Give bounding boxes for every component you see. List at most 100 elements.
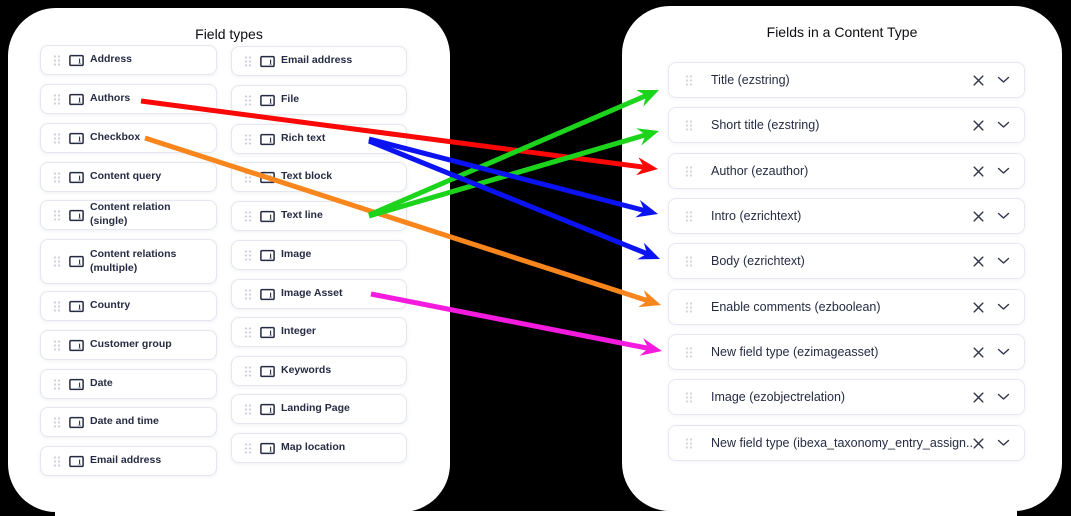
drag-handle-icon[interactable] [53,209,61,222]
drag-handle-icon[interactable] [244,55,252,68]
field-type-card[interactable]: Map location [231,433,407,463]
field-type-card[interactable]: File [231,85,407,115]
drag-handle-icon[interactable] [244,94,252,107]
drag-handle-icon[interactable] [53,54,61,67]
content-field-row[interactable]: New field type (ezimageasset) [668,334,1025,370]
drag-handle-icon[interactable] [685,119,693,132]
field-type-label: Address [90,53,133,66]
input-field-icon [69,455,84,468]
chevron-down-icon[interactable] [997,439,1010,447]
content-field-row[interactable]: Body (ezrichtext) [668,243,1025,279]
drag-handle-icon[interactable] [53,132,61,145]
drag-handle-icon[interactable] [685,391,693,404]
field-type-card[interactable]: Keywords [231,356,407,386]
content-field-row[interactable]: Title (ezstring) [668,62,1025,98]
field-type-card[interactable]: Authors [40,84,217,114]
input-field-icon [69,378,84,391]
field-type-label: Date and time [90,415,159,428]
drag-handle-icon[interactable] [244,133,252,146]
field-type-label: File [281,93,300,106]
chevron-down-icon[interactable] [997,212,1010,220]
field-type-card[interactable]: Content query [40,162,217,192]
drag-handle-icon[interactable] [53,93,61,106]
drag-handle-icon[interactable] [685,346,693,359]
remove-icon[interactable] [972,255,985,268]
field-type-card[interactable]: Date [40,369,217,399]
content-field-row[interactable]: Author (ezauthor) [668,153,1025,189]
field-type-card[interactable]: Text line [231,201,407,231]
drag-handle-icon[interactable] [685,301,693,314]
field-type-card[interactable]: Checkbox [40,123,217,153]
field-type-card[interactable]: Customer group [40,330,217,360]
drag-handle-icon[interactable] [244,365,252,378]
field-type-card[interactable]: Country [40,291,217,321]
drag-handle-icon[interactable] [244,288,252,301]
remove-icon[interactable] [972,391,985,404]
field-type-label: Customer group [90,338,172,351]
field-type-label: Email address [90,454,162,467]
drag-handle-icon[interactable] [53,455,61,468]
content-field-label: Image (ezobjectrelation) [711,390,846,404]
remove-icon[interactable] [972,119,985,132]
input-field-icon [260,288,275,301]
drag-handle-icon[interactable] [244,442,252,455]
field-type-label: Content relation (single) [90,201,171,227]
input-field-icon [69,255,84,268]
field-type-card[interactable]: Image [231,240,407,270]
remove-icon[interactable] [972,301,985,314]
input-field-icon [69,209,84,222]
field-type-card[interactable]: Image Asset [231,279,407,309]
drag-handle-icon[interactable] [244,326,252,339]
drag-handle-icon[interactable] [53,255,61,268]
content-field-row[interactable]: Short title (ezstring) [668,107,1025,143]
field-type-card[interactable]: Email address [231,46,407,76]
field-type-card[interactable]: Rich text [231,124,407,154]
drag-handle-icon[interactable] [685,165,693,178]
content-field-label: Short title (ezstring) [711,118,820,132]
drag-handle-icon[interactable] [53,378,61,391]
drag-handle-icon[interactable] [685,437,693,450]
chevron-down-icon[interactable] [997,167,1010,175]
remove-icon[interactable] [972,437,985,450]
field-type-card[interactable]: Date and time [40,407,217,437]
drag-handle-icon[interactable] [685,210,693,223]
field-type-card[interactable]: Content relation (single) [40,200,217,230]
input-field-icon [69,132,84,145]
content-field-row[interactable]: New field type (ibexa_taxonomy_entry_ass… [668,425,1025,461]
drag-handle-icon[interactable] [685,74,693,87]
field-type-card[interactable]: Text block [231,162,407,192]
chevron-down-icon[interactable] [997,76,1010,84]
field-type-card[interactable]: Landing Page [231,394,407,424]
chevron-down-icon[interactable] [997,303,1010,311]
drag-handle-icon[interactable] [685,255,693,268]
chevron-down-icon[interactable] [997,121,1010,129]
chevron-down-icon[interactable] [997,348,1010,356]
drag-handle-icon[interactable] [244,171,252,184]
field-type-card[interactable]: Integer [231,317,407,347]
input-field-icon [260,94,275,107]
field-type-card[interactable]: Email address [40,446,217,476]
field-type-card[interactable]: Content relations (multiple) [40,239,217,284]
chevron-down-icon[interactable] [997,257,1010,265]
remove-icon[interactable] [972,165,985,178]
chevron-down-icon[interactable] [997,393,1010,401]
content-field-row[interactable]: Intro (ezrichtext) [668,198,1025,234]
drag-handle-icon[interactable] [53,339,61,352]
content-field-row[interactable]: Image (ezobjectrelation) [668,379,1025,415]
drag-handle-icon[interactable] [244,210,252,223]
field-type-card[interactable]: Address [40,45,217,75]
drag-handle-icon[interactable] [53,171,61,184]
content-field-row[interactable]: Enable comments (ezboolean) [668,289,1025,325]
remove-icon[interactable] [972,74,985,87]
input-field-icon [260,249,275,262]
drag-handle-icon[interactable] [244,403,252,416]
drag-handle-icon[interactable] [53,416,61,429]
field-type-label: Map location [281,441,346,454]
remove-icon[interactable] [972,346,985,359]
input-field-icon [260,171,275,184]
remove-icon[interactable] [972,210,985,223]
input-field-icon [260,326,275,339]
drag-handle-icon[interactable] [53,300,61,313]
drag-handle-icon[interactable] [244,249,252,262]
